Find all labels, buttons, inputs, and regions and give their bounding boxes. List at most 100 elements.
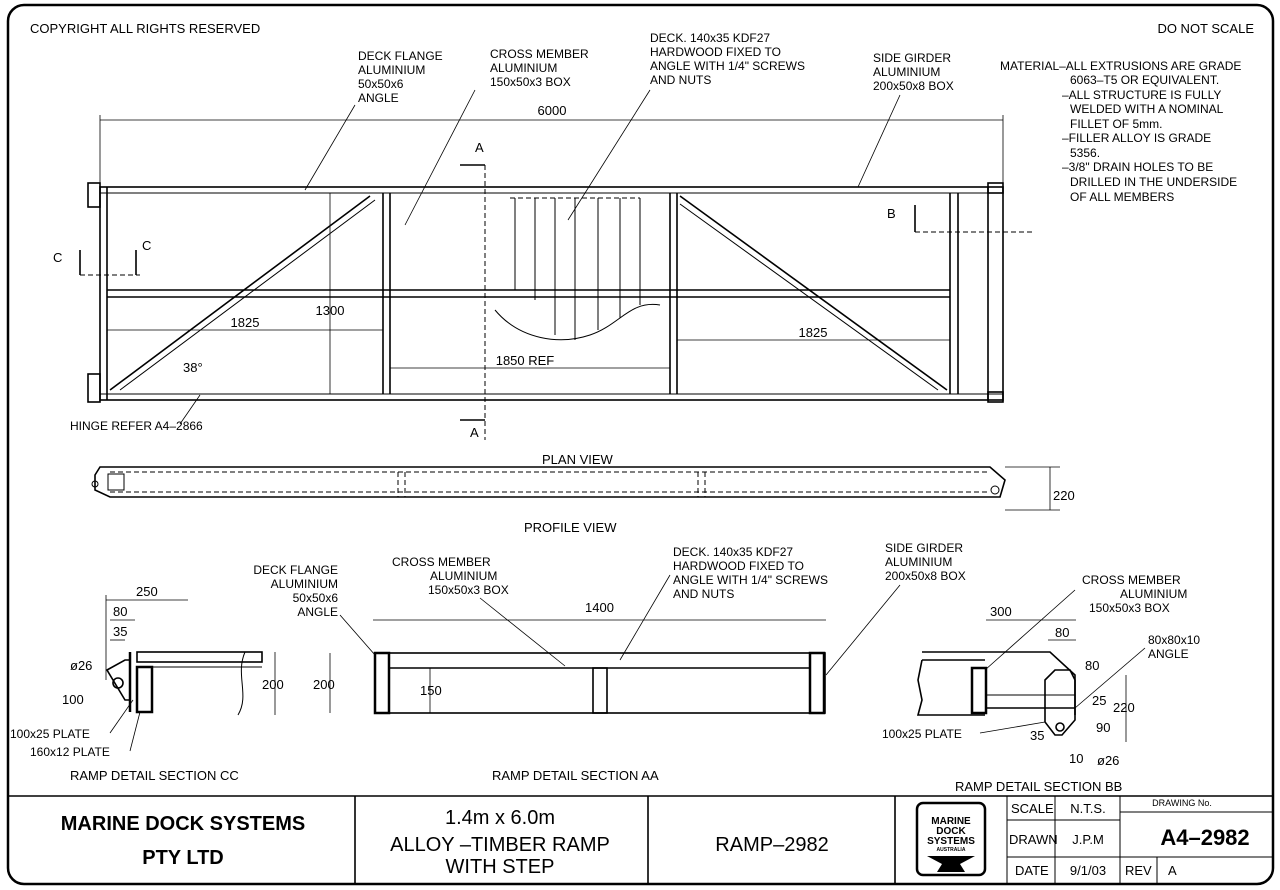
drawing-line <box>339 614 376 656</box>
drawing-label: ALUMINIUM <box>490 61 557 75</box>
drawing-line <box>970 666 988 715</box>
drawing-label: DATE <box>1015 863 1049 878</box>
drawing-label: 80 <box>1085 658 1099 673</box>
drawing-number: A4–2982 <box>1160 825 1249 850</box>
part-number: RAMP–2982 <box>715 834 828 856</box>
drawing-line <box>825 584 901 676</box>
drawing-line <box>987 182 1004 194</box>
drawing-label: A <box>475 140 484 155</box>
drawing-label: 100x25 PLATE <box>10 727 90 741</box>
drawing-label: MARINE <box>931 816 971 827</box>
drawing-label: 150x50x3 BOX <box>1089 601 1170 615</box>
drawing-label: 200 <box>313 677 335 692</box>
drawing-line <box>984 589 1076 671</box>
drawing-label: WITH STEP <box>446 856 555 878</box>
drawing-label: 150x50x3 BOX <box>428 583 509 597</box>
drawing-label: 200x50x8 BOX <box>885 569 966 583</box>
drawing-line <box>479 597 566 667</box>
drawing-label: 1825 <box>231 315 260 330</box>
drawing-line <box>373 651 391 715</box>
drawing-label: –FILLER ALLOY IS GRADE <box>1062 131 1211 145</box>
drawing-label: AND NUTS <box>650 73 711 87</box>
drawing-line <box>87 182 101 208</box>
drawing-line <box>922 651 1076 715</box>
drawing-line <box>679 203 939 391</box>
drawing-label: ALUMINIUM <box>271 577 338 591</box>
drawing-line <box>404 89 476 226</box>
drawing-label: DECK. 140x35 KDF27 <box>650 31 770 45</box>
drawing-label: 100x25 PLATE <box>882 727 962 741</box>
drawing-label: HINGE REFER A4–2866 <box>70 419 203 433</box>
drawing-label: 150x50x3 BOX <box>490 75 571 89</box>
drawing-label: A <box>470 425 479 440</box>
company-name: MARINE DOCK SYSTEMS <box>61 813 305 835</box>
drawing-label: 5356. <box>1070 146 1100 160</box>
drawing-label: 220 <box>1053 488 1075 503</box>
drawing-label: HARDWOOD FIXED TO <box>650 45 781 59</box>
drawing-label: SCALE <box>1011 801 1054 816</box>
drawing-label: AUSTRALIA <box>937 847 966 853</box>
drawing-label: 300 <box>990 604 1012 619</box>
drawing-line <box>1074 647 1146 709</box>
drawing-line <box>87 373 101 403</box>
drawing-label: CROSS MEMBER <box>490 47 589 61</box>
drawing-label: DRILLED IN THE UNDERSIDE <box>1070 175 1237 189</box>
drawing-label: DECK. 140x35 KDF27 <box>673 545 793 559</box>
drawing-line <box>494 303 661 341</box>
drawing-label: SIDE GIRDER <box>885 541 963 555</box>
drawing-label: 1850 REF <box>496 353 555 368</box>
drawing-label: 1400 <box>585 600 614 615</box>
drawing-date: 9/1/03 <box>1070 863 1106 878</box>
do-not-scale-text: DO NOT SCALE <box>1157 21 1254 36</box>
drawing-label: 35 <box>113 624 127 639</box>
section-aa: 1400 200 150 CROSS MEMBER ALUMINIUM 150x… <box>313 541 966 783</box>
drawing-line <box>136 651 263 663</box>
material-notes: MATERIAL–ALL EXTRUSIONS ARE GRADE 6063–T… <box>1000 59 1241 204</box>
drawing-label: 50x50x6 <box>293 591 339 605</box>
drawing-line <box>119 199 376 391</box>
plan-view-title: PLAN VIEW <box>542 452 614 467</box>
drawing-label: FILLET OF 5mm. <box>1070 117 1162 131</box>
section-bb-title: RAMP DETAIL SECTION BB <box>955 779 1122 794</box>
drawing-label: ANGLE <box>358 91 399 105</box>
drawing-label: 38° <box>183 360 203 375</box>
drawing-label: DECK FLANGE <box>358 49 443 63</box>
drawing-line <box>592 667 608 714</box>
section-bb: 300 80 80 25 220 90 35 10 ø26 CROSS MEMB… <box>882 573 1200 794</box>
drawing-label: B <box>887 206 896 221</box>
title-block: MARINE DOCK SYSTEMS PTY LTD 1.4m x 6.0m … <box>8 795 1273 884</box>
drawing-label: 160x12 PLATE <box>30 745 110 759</box>
drawing-line <box>990 485 1000 495</box>
drawing-label: 80 <box>113 604 127 619</box>
drawing-label: 6063–T5 OR EQUIVALENT. <box>1070 73 1219 87</box>
drawing-label: 200 <box>262 677 284 692</box>
drawing-line <box>619 574 671 661</box>
drawing-line <box>135 665 154 714</box>
drawing-label: C <box>53 250 62 265</box>
drawing-line <box>304 104 356 191</box>
drawing-label: AND NUTS <box>673 587 734 601</box>
drawing-line <box>1055 722 1065 732</box>
revision: A <box>1168 863 1177 878</box>
drawing-label: 220 <box>1113 700 1135 715</box>
drawing-label: ALLOY –TIMBER RAMP <box>390 834 610 856</box>
drawing-label: ANGLE <box>297 605 338 619</box>
drawing-line <box>105 659 131 701</box>
copyright-text: COPYRIGHT ALL RIGHTS RESERVED <box>30 21 260 36</box>
dim-length: 6000 <box>538 103 567 118</box>
plan-view: 6000 1300 1825 1825 1850 REF 38° A A B C… <box>53 31 1035 467</box>
drawing-line <box>1044 669 1076 736</box>
drawing-label: 35 <box>1030 728 1044 743</box>
drawing-label: DECK FLANGE <box>253 563 338 577</box>
drawing-description: 1.4m x 6.0m <box>445 807 555 829</box>
drawing-border <box>6 3 1275 886</box>
drawing-label: SIDE GIRDER <box>873 51 951 65</box>
section-aa-title: RAMP DETAIL SECTION AA <box>492 768 659 783</box>
drawing-line <box>112 677 124 689</box>
drawing-label: ALUMINIUM <box>873 65 940 79</box>
drawing-label: 1825 <box>799 325 828 340</box>
drawing-label: 250 <box>136 584 158 599</box>
drawing-line <box>91 480 99 488</box>
drawing-label: 10 <box>1069 751 1083 766</box>
